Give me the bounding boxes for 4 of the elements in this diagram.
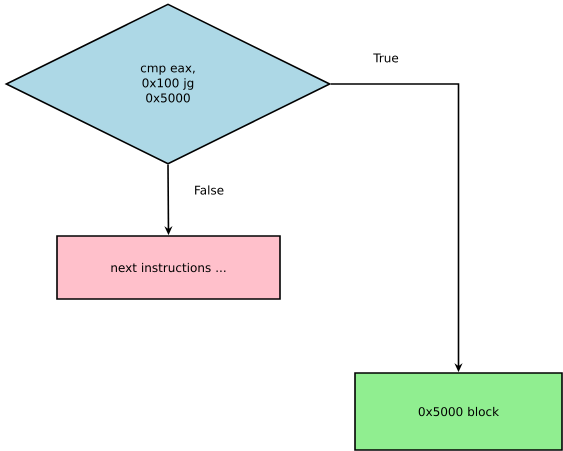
process-box: 0x5000 block [354,372,563,451]
process-box: next instructions ... [56,235,281,300]
edge-label: True [372,52,400,64]
edge-label: False [192,184,226,196]
